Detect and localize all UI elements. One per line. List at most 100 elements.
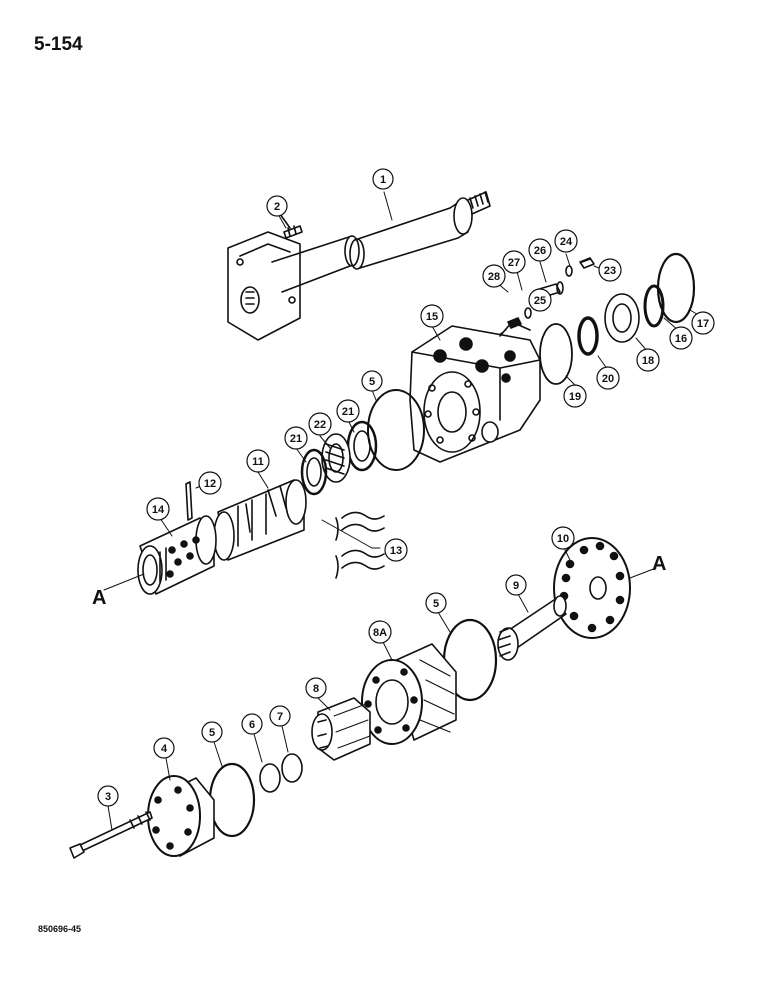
callout-c16: 16: [669, 326, 693, 350]
callout-c11: 11: [246, 449, 270, 473]
callout-c5a: 5: [361, 370, 383, 392]
callout-circle: [505, 574, 527, 596]
callout-c10: 10: [551, 526, 575, 550]
callout-c27: 27: [502, 250, 526, 274]
callout-label: 24: [560, 236, 573, 248]
callout-circle: [482, 264, 506, 288]
callout-circle: [266, 195, 288, 217]
callout-label: 28: [488, 271, 500, 283]
callout-circle: [596, 366, 620, 390]
callout-c21b: 21: [336, 399, 360, 423]
callout-label: 6: [249, 719, 255, 731]
callout-c25: 25: [528, 288, 552, 312]
part-10-spacer-plate: [553, 537, 631, 639]
parts-16-20-seals: [539, 252, 696, 385]
callout-label: 11: [252, 456, 264, 468]
callout-label: 9: [513, 580, 519, 592]
callout-circle: [636, 348, 660, 372]
callout-circle: [425, 592, 447, 614]
callout-c26: 26: [528, 238, 552, 262]
callout-circle: [368, 620, 392, 644]
page-number: 5-154: [34, 34, 83, 55]
callout-label: 18: [642, 355, 654, 367]
section-marker-a-right: A: [652, 553, 666, 575]
callout-label: 26: [534, 245, 546, 257]
callout-label: 17: [697, 318, 709, 330]
callout-c4: 4: [153, 737, 175, 759]
callout-label: 7: [277, 711, 283, 723]
callout-circle: [97, 785, 119, 807]
callout-c21a: 21: [284, 426, 308, 450]
callout-label: 15: [426, 311, 438, 323]
part-12-pin: [185, 481, 193, 521]
callout-label: 16: [675, 333, 687, 345]
callout-label: 5: [369, 376, 375, 388]
part-15-valve-housing: [409, 321, 541, 463]
callout-circle: [502, 250, 526, 274]
callout-label: 14: [152, 504, 165, 516]
callout-label: 22: [314, 419, 326, 431]
callout-label: 27: [508, 257, 520, 269]
callout-c8a: 8A: [368, 620, 392, 644]
part-1-steering-column: [227, 191, 491, 341]
callout-label: 13: [390, 545, 402, 557]
callout-circle: [669, 326, 693, 350]
part-11-spool: [213, 479, 307, 561]
part-13-centering-springs: [335, 511, 385, 579]
callout-label: 3: [105, 791, 111, 803]
callout-circle: [563, 384, 587, 408]
callout-circle: [420, 304, 444, 328]
callout-circle: [201, 721, 223, 743]
callout-label: 2: [274, 201, 280, 213]
callout-c7: 7: [269, 705, 291, 727]
callout-circle: [269, 705, 291, 727]
part-9-drive-shaft: [497, 595, 567, 661]
callout-c13: 13: [384, 538, 408, 562]
callout-circle: [284, 426, 308, 450]
callout-c22: 22: [308, 412, 332, 436]
callout-circle: [241, 713, 263, 735]
callout-circle: [153, 737, 175, 759]
part-5-o-ring-lower: [208, 762, 256, 838]
callout-circle: [146, 497, 170, 521]
callout-circle: [528, 238, 552, 262]
callout-c6: 6: [241, 713, 263, 735]
document-code: 850696-45: [38, 924, 82, 934]
callout-label: 4: [161, 743, 168, 755]
callout-c5b: 5: [201, 721, 223, 743]
callout-label: 10: [557, 533, 569, 545]
callout-label: 12: [204, 478, 216, 490]
callout-label: 1: [380, 174, 386, 186]
callout-c18: 18: [636, 348, 660, 372]
callout-circle: [305, 677, 327, 699]
parts-6-7-spacers: [259, 753, 303, 793]
callout-c20: 20: [596, 366, 620, 390]
callout-c2: 2: [266, 195, 288, 217]
callout-c17: 17: [691, 311, 715, 335]
callout-circle: [554, 229, 578, 253]
callout-c5c: 5: [425, 592, 447, 614]
part-3-cap-screw: [69, 811, 153, 859]
callout-layer: 12345556788A9101112131415161718192021212…: [97, 168, 715, 807]
callout-circle: [246, 449, 270, 473]
part-2-bolt: [279, 213, 303, 239]
leader-lines: [103, 191, 701, 831]
callout-circle: [528, 288, 552, 312]
callout-circle: [308, 412, 332, 436]
callout-c19: 19: [563, 384, 587, 408]
callout-c1: 1: [372, 168, 394, 190]
callout-c12: 12: [198, 471, 222, 495]
callout-circle: [361, 370, 383, 392]
parts-5-21-22-thrust-bearing: [300, 389, 425, 496]
callout-circle: [372, 168, 394, 190]
callout-label: 5: [209, 727, 215, 739]
callout-c24: 24: [554, 229, 578, 253]
callout-c28: 28: [482, 264, 506, 288]
callout-label: 19: [569, 391, 581, 403]
part-4-end-cap: [147, 775, 215, 857]
section-marker-a-left: A: [92, 587, 106, 609]
callout-c15: 15: [420, 304, 444, 328]
callout-c23: 23: [598, 258, 622, 282]
part-8a-gerotor-ring: [361, 643, 457, 745]
